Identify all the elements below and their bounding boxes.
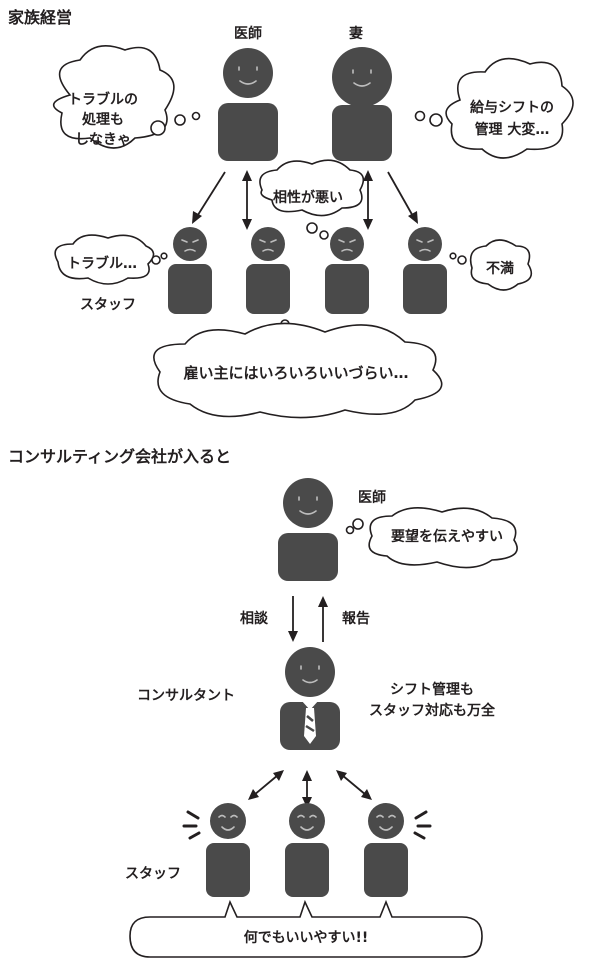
doctor-thought-line-2: 処理も: [81, 111, 124, 128]
compatibility-bubble-text: 相性が悪い: [273, 189, 343, 206]
staff-thought-text: 雇い主にはいろいろいいづらい…: [183, 364, 408, 382]
staff-figure-3: [324, 226, 370, 315]
doctor-thought-cloud-bottom: [345, 507, 518, 569]
consult-label: 相談: [240, 610, 269, 627]
doctor-thought-bottom-text: 要望を伝えやすい: [391, 528, 503, 545]
doctor-thought-cloud: [52, 44, 201, 149]
trouble-bubble: [54, 234, 168, 285]
staff-happy-2: [284, 802, 330, 898]
consultant-note-line-2: スタッフ対応も万全: [369, 702, 496, 719]
report-label: 報告: [342, 610, 370, 627]
staff-figure-4: [402, 226, 448, 315]
staff-label-top: スタッフ: [80, 297, 136, 313]
doctor-label: 医師: [234, 25, 262, 42]
consultant-figure: [280, 647, 340, 750]
doctor-thought-line-3: しなきゃ: [75, 132, 131, 148]
doctor-thought-line-1: トラブルの: [68, 91, 138, 108]
section-heading-family: 家族経営: [8, 8, 72, 27]
staff-thought-cloud: [153, 319, 443, 419]
staff-figure-1: [167, 226, 213, 315]
consult-report-arrows: [288, 596, 328, 642]
wife-thought-cloud: [414, 57, 574, 159]
staff-figure-2: [245, 226, 291, 315]
wife-figure: [332, 47, 392, 161]
staff-speech-box: [129, 899, 483, 958]
top-arrows: [192, 170, 418, 230]
staff-label-bottom: スタッフ: [125, 866, 181, 882]
consultant-label: コンサルタント: [137, 688, 235, 704]
section-heading-consulting: コンサルティング会社が入ると: [8, 447, 231, 466]
complaint-bubble: [449, 239, 533, 291]
staff-happy-3: [363, 802, 432, 898]
consultant-note-line-1: シフト管理も: [390, 681, 474, 698]
compatibility-bubble: [259, 159, 365, 240]
complaint-bubble-text: 不満: [486, 260, 514, 277]
wife-thought-line-1: 給与シフトの: [470, 99, 554, 116]
wife-label: 妻: [349, 25, 363, 42]
wife-thought-line-2: 管理 大変…: [475, 121, 550, 138]
consultant-staff-arrows: [248, 770, 372, 808]
staff-happy-1: [182, 802, 251, 898]
trouble-bubble-text: トラブル…: [67, 255, 137, 272]
doctor-figure-bottom: [278, 478, 338, 581]
doctor-figure: [218, 48, 278, 161]
doctor-label-bottom: 医師: [358, 489, 386, 506]
staff-speech-text: 何でもいいやすい!!: [244, 929, 369, 946]
